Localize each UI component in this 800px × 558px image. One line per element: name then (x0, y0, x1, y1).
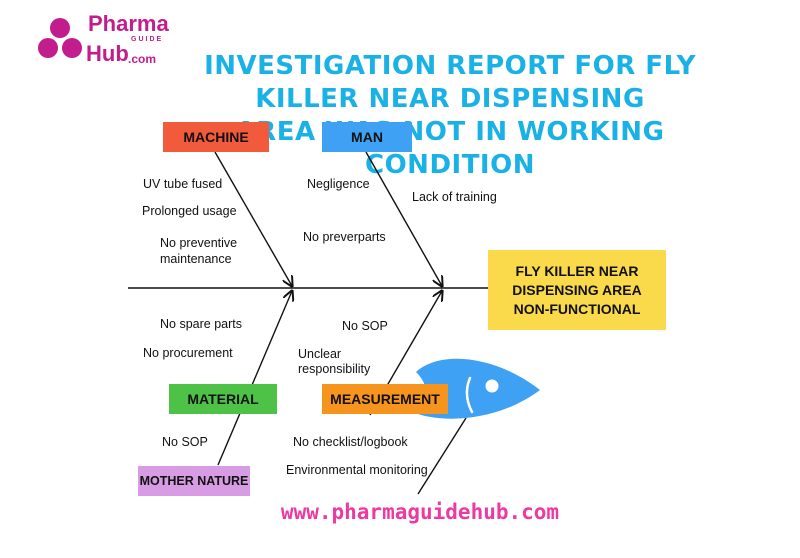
cause-material-2: No procurement (143, 346, 233, 360)
title-line-2: AREA WAS NOT IN WORKING CONDITION (235, 117, 665, 180)
category-machine-label: MACHINE (183, 129, 249, 145)
cause-machine-4: maintenance (160, 252, 232, 266)
cause-mother-nature-1: No SOP (162, 435, 208, 449)
category-mother-nature: MOTHER NATURE (138, 466, 250, 496)
bone-man (365, 151, 442, 286)
effect-line-3: NON-FUNCTIONAL (513, 300, 641, 317)
category-man: MAN (322, 122, 412, 152)
logo-text-com: .com (128, 52, 157, 66)
logo-text-hub: Hub (86, 41, 129, 66)
category-material: MATERIAL (169, 384, 277, 414)
category-material-label: MATERIAL (187, 391, 259, 407)
cause-machine-3: No preventive (160, 236, 238, 250)
logo-text-guide: GUIDE (131, 36, 164, 43)
cause-measurement-1: No SOP (342, 319, 388, 333)
cause-measurement-5: Environmental monitoring (286, 463, 428, 477)
cause-machine-1: UV tube fused (143, 177, 223, 191)
bone-material (217, 291, 292, 466)
cause-man-2: Lack of training (412, 190, 497, 204)
category-machine: MACHINE (163, 122, 269, 152)
brand-logo: Pharma GUIDE Hub .com (36, 11, 169, 72)
category-measurement: MEASUREMENT (322, 384, 448, 414)
bone-machine (214, 151, 292, 286)
category-mother-nature-label: MOTHER NATURE (139, 474, 249, 488)
cause-machine-2: Prolonged usage (142, 204, 237, 218)
category-man-label: MAN (351, 129, 383, 145)
effect-line-1: FLY KILLER NEAR (515, 262, 639, 279)
effect-line-2: DISPENSING AREA (512, 281, 642, 298)
title-line-1: INVESTIGATION REPORT FOR FLY KILLER NEAR… (204, 51, 696, 114)
cause-measurement-4: No checklist/logbook (293, 435, 408, 449)
page-title: INVESTIGATION REPORT FOR FLY KILLER NEAR… (150, 50, 750, 182)
effect-box: FLY KILLER NEAR DISPENSING AREA NON-FUNC… (488, 250, 666, 330)
category-measurement-label: MEASUREMENT (330, 391, 440, 407)
cause-material-1: No spare parts (160, 317, 242, 331)
logo-text-pharma: Pharma (88, 11, 169, 36)
cause-man-3: No preverparts (303, 230, 386, 244)
cause-measurement-3: responsibility (298, 362, 371, 376)
footer-url: www.pharmaguidehub.com (280, 500, 560, 524)
cause-measurement-2: Unclear (298, 347, 342, 361)
cause-man-1: Negligence (307, 177, 370, 191)
bone-tail (417, 417, 467, 495)
logo-dots-icon (36, 18, 86, 68)
